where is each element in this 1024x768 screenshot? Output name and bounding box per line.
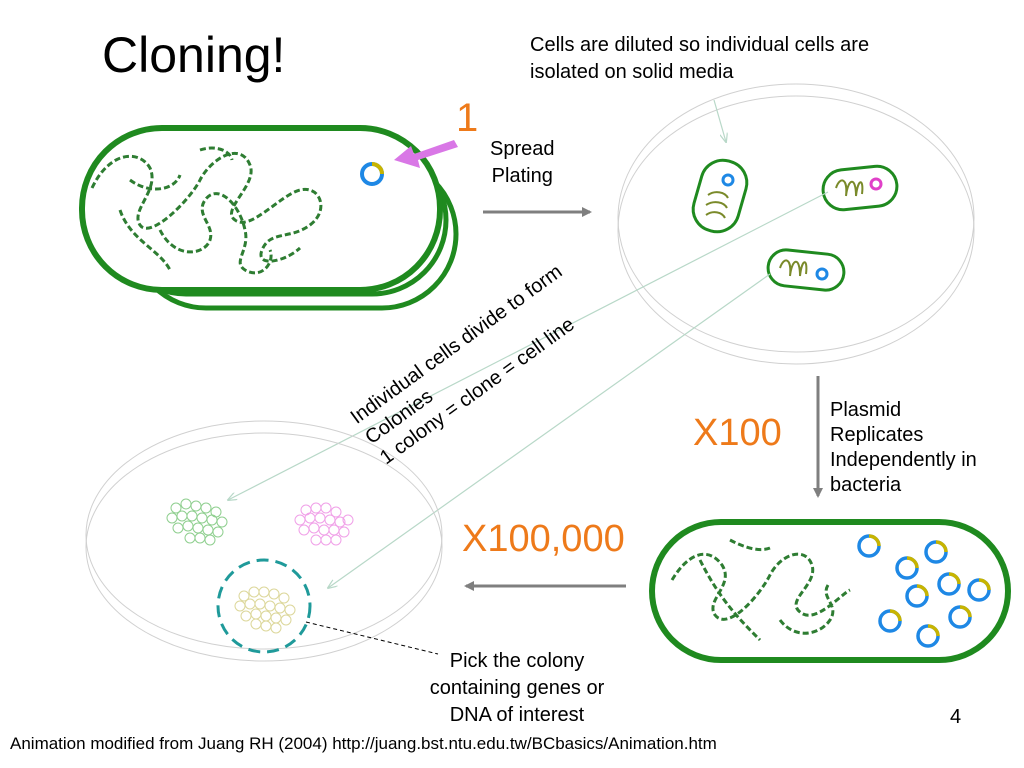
replication-factor: X100 — [693, 412, 782, 454]
colony-note-line-2: Colonies — [361, 385, 438, 449]
amplification-factor: X100,000 — [462, 518, 625, 560]
footer-citation: Animation modified from Juang RH (2004) … — [10, 734, 717, 753]
pick-pointer-line — [305, 621, 439, 655]
colony-note: Individual cells divide to form Colonies… — [346, 260, 646, 470]
page-number: 4 — [950, 706, 962, 728]
plasmid-note-line-3: Independently in — [830, 449, 977, 471]
dilution-note-line-1: Cells are diluted so individual cells ar… — [530, 34, 870, 56]
pointer-arrow-icon — [394, 140, 458, 168]
plasmid-note-line-2: Replicates — [830, 424, 924, 446]
slide-title: Cloning! — [102, 27, 286, 83]
dilution-note-line-2: isolated on solid media — [530, 61, 734, 83]
colony-yellow — [234, 586, 296, 634]
step-number: 1 — [456, 96, 479, 140]
colony-green — [166, 498, 228, 546]
spread-label-line-2: Plating — [491, 165, 553, 187]
dilution-note: Cells are diluted so individual cells ar… — [530, 32, 869, 86]
pick-circle — [216, 558, 312, 654]
plasmid-note-line-4: bacteria — [830, 474, 902, 496]
petri-dish-plated — [228, 83, 975, 588]
plasmid-note-line-1: Plasmid — [830, 399, 902, 421]
petri-dish-colonies — [85, 420, 443, 662]
plasmid-note: Plasmid Replicates Independently in bact… — [830, 398, 977, 498]
bacterium-amplified — [649, 519, 1011, 663]
spread-label-line-1: Spread — [490, 138, 555, 160]
pick-colony-note: Pick the colony containing genes or DNA … — [429, 650, 605, 726]
bacterium-stack — [79, 125, 459, 311]
colony-pink — [294, 502, 354, 546]
chromosome-dna — [90, 146, 323, 275]
spread-plating-label: Spread Plating — [490, 136, 555, 190]
